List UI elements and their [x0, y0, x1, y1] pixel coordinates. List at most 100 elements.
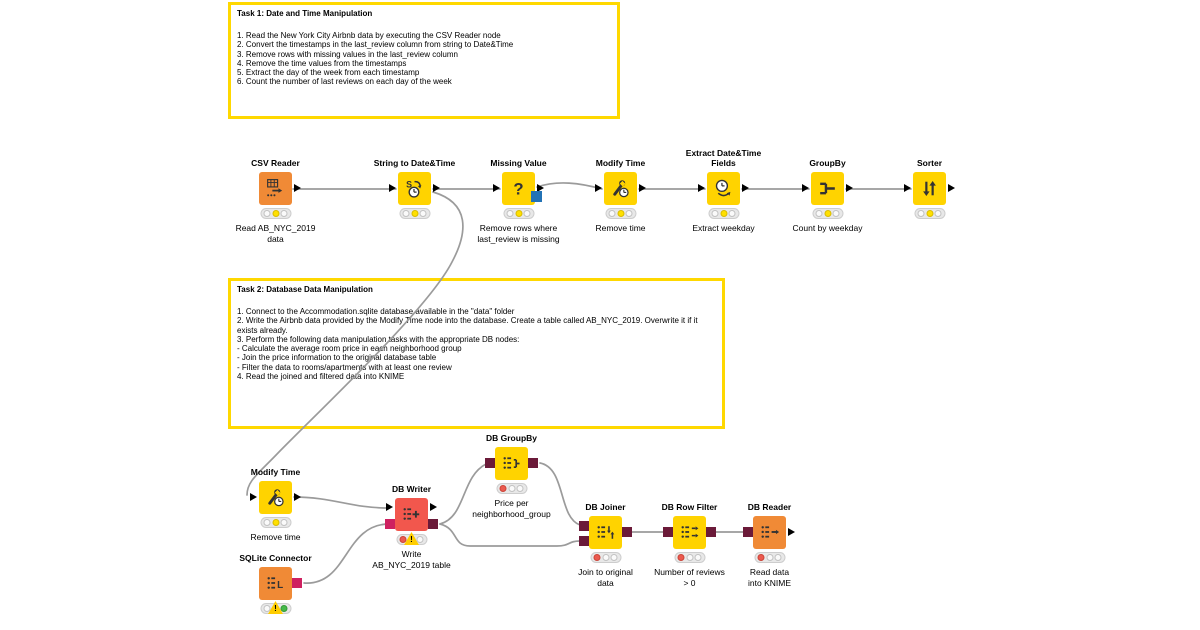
node-label: Count by weekday	[792, 223, 863, 233]
output-port[interactable]	[948, 184, 955, 192]
node-title: String to Date&Time	[373, 158, 456, 168]
svg-text:?: ?	[513, 179, 523, 198]
node-label: Write AB_NYC_2019 table	[372, 549, 451, 570]
node-extract-datetime-fields[interactable]: Extract Date&Time Fields Extract weekday	[686, 148, 761, 233]
sorter-icon	[923, 180, 936, 197]
annotation-line: - Filter the data to rooms/apartments wi…	[237, 362, 452, 372]
db-data-output-port[interactable]	[622, 527, 632, 537]
node-db-writer[interactable]: DB Writer ! Write AB_NYC_2019 table	[372, 484, 450, 570]
annotation-task2[interactable]: Task 2: Database Data Manipulation 1. Co…	[228, 278, 725, 429]
traffic-light	[812, 208, 843, 219]
traffic-light	[590, 552, 621, 563]
connection-wire[interactable]	[439, 523, 581, 547]
traffic-light: !	[260, 601, 291, 614]
node-label: Remove rows where last_review is missing	[477, 223, 560, 244]
node-label: Extract weekday	[692, 223, 755, 233]
traffic-light	[708, 208, 739, 219]
node-title: SQLite Connector	[239, 553, 312, 563]
output-port[interactable]	[639, 184, 646, 192]
node-groupby[interactable]: GroupBy Count by weekday	[793, 158, 863, 233]
connection-wire[interactable]	[246, 191, 464, 496]
annotation-line: 3. Remove rows with missing values in th…	[237, 49, 458, 59]
db-data-input-port-bottom[interactable]	[579, 536, 589, 546]
db-data-input-port[interactable]	[485, 458, 495, 468]
db-row-filter-icon	[681, 526, 699, 538]
node-missing-value[interactable]: Missing Value ? Remove rows where last_r…	[477, 158, 559, 244]
traffic-light	[496, 483, 527, 494]
blue-flag-marker	[531, 191, 542, 202]
node-label: Number of reviews > 0	[654, 567, 725, 588]
node-title: Modify Time	[595, 158, 646, 168]
db-data-input-port[interactable]	[663, 527, 673, 537]
db-data-input-port-top[interactable]	[579, 521, 589, 531]
node-modify-time-top[interactable]: Modify Time Remove time	[595, 158, 646, 233]
output-port[interactable]	[846, 184, 853, 192]
input-port[interactable]	[904, 184, 911, 192]
traffic-light: !	[396, 532, 427, 545]
node-label: Read data into KNIME	[748, 567, 791, 588]
db-data-output-port[interactable]	[428, 519, 438, 529]
annotation-line: 2. Write the Airbnb data provided by the…	[237, 316, 698, 335]
extract-datetime-fields-icon	[715, 179, 731, 197]
db-writer-icon	[403, 508, 420, 520]
db-data-output-port[interactable]	[706, 527, 716, 537]
connection-wire[interactable]	[439, 463, 487, 525]
node-title: CSV Reader	[251, 158, 300, 168]
svg-text:L: L	[277, 580, 283, 591]
traffic-light	[754, 552, 785, 563]
connection-wire[interactable]	[293, 496, 388, 509]
output-port[interactable]	[537, 184, 544, 192]
db-session-output-port[interactable]	[292, 578, 302, 588]
node-csv-reader[interactable]: CSV Reader Read AB_NYC_2019 data	[236, 158, 316, 244]
string-to-datetime-icon: S	[406, 179, 422, 198]
db-data-output-port[interactable]	[528, 458, 538, 468]
traffic-light	[674, 552, 705, 563]
input-port[interactable]	[493, 184, 500, 192]
node-title: DB Reader	[747, 502, 792, 512]
db-session-input-port[interactable]	[385, 519, 395, 529]
connection-wire[interactable]	[539, 462, 581, 526]
annotation-line: 3. Perform the following data manipulati…	[237, 334, 520, 344]
annotation-line: - Join the price information to the orig…	[237, 353, 437, 363]
annotation-line: 4. Remove the time values from the times…	[237, 58, 407, 68]
db-reader-icon	[761, 526, 780, 538]
node-string-to-datetime[interactable]: String to Date&Time S	[374, 158, 455, 219]
node-title: DB Writer	[391, 484, 432, 494]
annotation-task1[interactable]: Task 1: Date and Time Manipulation 1. Re…	[228, 2, 620, 119]
traffic-light	[605, 208, 636, 219]
output-port[interactable]	[433, 184, 440, 192]
input-port[interactable]	[389, 184, 396, 192]
data-output-port[interactable]	[430, 503, 437, 511]
node-db-groupby[interactable]: DB GroupBy Price per neighborhood_group	[472, 433, 550, 519]
node-db-joiner[interactable]: DB Joiner Join to original data	[578, 502, 633, 588]
input-port[interactable]	[250, 493, 257, 501]
annotation-line: 1. Read the New York City Airbnb data by…	[237, 31, 501, 40]
traffic-light	[914, 208, 945, 219]
node-db-reader[interactable]: DB Reader Read data into KNIME	[743, 502, 795, 588]
connection-wire[interactable]	[536, 182, 603, 190]
input-port[interactable]	[595, 184, 602, 192]
node-db-row-filter[interactable]: DB Row Filter Number of reviews > 0	[654, 502, 725, 588]
output-port[interactable]	[294, 493, 301, 501]
connection-wire[interactable]	[303, 523, 390, 584]
csv-reader-icon	[267, 179, 283, 197]
node-title: DB GroupBy	[486, 433, 537, 443]
input-port[interactable]	[698, 184, 705, 192]
data-input-port[interactable]	[386, 503, 393, 511]
output-port[interactable]	[742, 184, 749, 192]
node-modify-time-bottom[interactable]: Modify Time Remove time	[250, 467, 301, 542]
annotation-title: Task 2: Database Data Manipulation	[237, 285, 373, 294]
node-title: Extract Date&Time Fields	[685, 148, 762, 168]
output-port[interactable]	[294, 184, 301, 192]
node-sorter[interactable]: Sorter	[904, 158, 955, 219]
input-port[interactable]	[802, 184, 809, 192]
annotation-line: 5. Extract the day of the week from each…	[237, 68, 420, 78]
annotation-title: Task 1: Date and Time Manipulation	[237, 9, 373, 18]
data-output-port[interactable]	[788, 528, 795, 536]
node-sqlite-connector[interactable]: SQLite Connector L !	[239, 553, 312, 614]
traffic-light	[399, 208, 430, 219]
annotation-line: 6. Count the number of last reviews on e…	[237, 77, 452, 87]
db-data-input-port[interactable]	[743, 527, 753, 537]
annotation-body: 1. Read the New York City Airbnb data by…	[237, 31, 611, 87]
